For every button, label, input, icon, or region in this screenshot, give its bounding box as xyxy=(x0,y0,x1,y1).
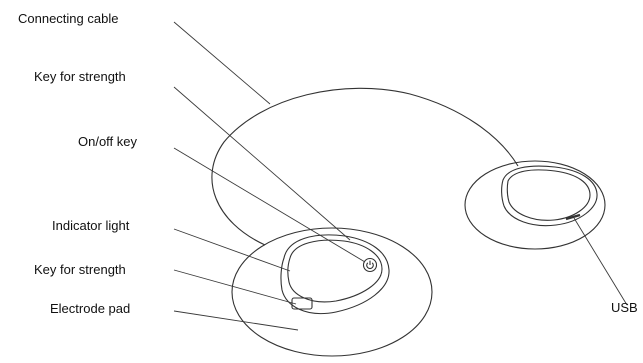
label-indicator-light: Indicator light xyxy=(52,218,130,233)
label-usb: USB xyxy=(611,300,638,315)
label-key-for-strength-bottom: Key for strength xyxy=(34,262,126,277)
left-electrode-pad xyxy=(231,227,433,357)
label-key-for-strength-top: Key for strength xyxy=(34,69,126,84)
power-icon-ring xyxy=(362,257,378,273)
connecting-cable-line xyxy=(211,87,519,246)
leader-usb xyxy=(573,217,628,306)
strength-key-slot xyxy=(291,297,313,310)
main-unit-body-outline xyxy=(280,234,390,315)
power-icon xyxy=(366,260,374,270)
receiver-top-face xyxy=(506,169,591,221)
leader-connecting-cable xyxy=(173,21,271,105)
main-control-unit xyxy=(280,234,390,315)
receiver-body-outline xyxy=(501,165,598,227)
leader-electrode-pad xyxy=(173,310,299,331)
right-electrode-pad xyxy=(464,160,606,250)
label-electrode-pad: Electrode pad xyxy=(50,301,131,316)
usb-port xyxy=(565,213,581,221)
leader-on-off-key xyxy=(173,147,366,263)
label-on-off-key: On/off key xyxy=(78,134,138,149)
leader-indicator-light xyxy=(173,228,291,272)
receiver-unit xyxy=(501,165,598,227)
main-unit-top-face xyxy=(287,239,383,303)
leader-key-strength-top xyxy=(173,86,351,241)
label-connecting-cable: Connecting cable xyxy=(18,11,119,26)
leader-key-strength-bottom xyxy=(173,269,297,305)
